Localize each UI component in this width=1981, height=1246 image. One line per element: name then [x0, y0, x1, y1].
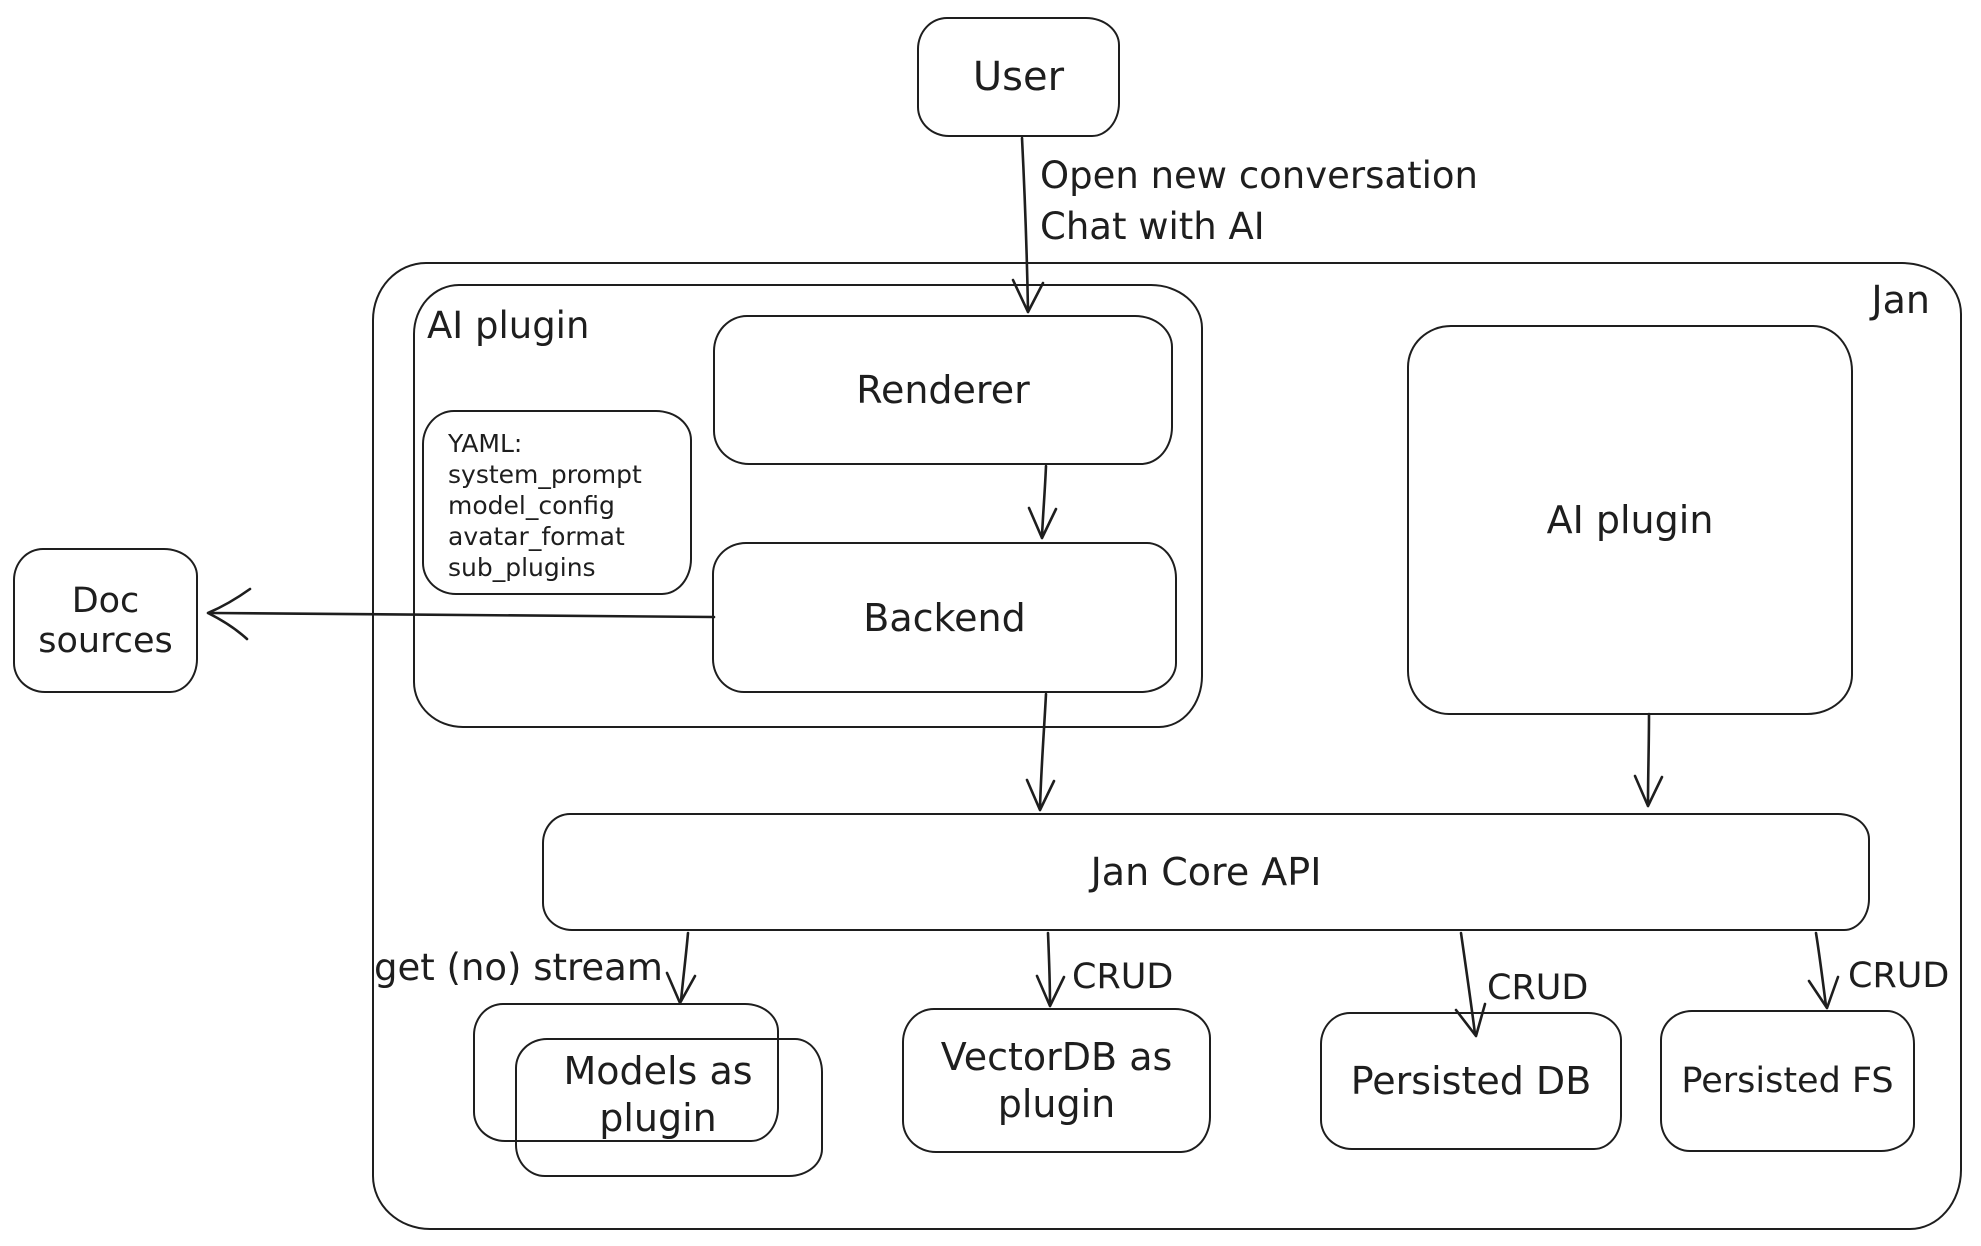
edge-label-crud-persisted-db: CRUD — [1487, 968, 1589, 1008]
node-vectordb-as-plugin: VectorDB as plugin — [902, 1008, 1211, 1153]
node-renderer-label: Renderer — [856, 368, 1030, 412]
node-models-as-plugin-label: Models as plugin — [563, 1049, 753, 1140]
node-user: User — [917, 17, 1120, 137]
yaml-line: YAML: — [448, 429, 523, 458]
edge-label-get-no-stream: get (no) stream — [374, 946, 663, 989]
container-jan-label: Jan — [1871, 278, 1930, 322]
node-backend: Backend — [712, 542, 1177, 693]
node-backend-label: Backend — [863, 595, 1026, 640]
node-doc-sources-label: Doc sources — [38, 580, 173, 661]
node-persisted-db-label: Persisted DB — [1350, 1059, 1592, 1103]
yaml-line: sub_plugins — [448, 553, 596, 582]
edge-label-open-line2: Chat with AI — [1040, 205, 1265, 248]
node-doc-sources: Doc sources — [13, 548, 198, 693]
node-ai-plugin: AI plugin — [1407, 325, 1853, 715]
container-jan: Jan — [372, 262, 1962, 1230]
edge-label-crud-vectordb: CRUD — [1072, 957, 1174, 997]
edge-backend-to-doc-sources-head — [206, 587, 252, 641]
node-yaml-note: YAML: system_prompt model_config avatar_… — [422, 410, 692, 595]
node-jan-core-api-label: Jan Core API — [1090, 850, 1322, 894]
container-ai-plugin: AI plugin — [413, 284, 1203, 728]
node-user-label: User — [972, 54, 1065, 100]
container-ai-plugin-label: AI plugin — [427, 304, 590, 347]
node-ai-plugin-label: AI plugin — [1546, 498, 1714, 542]
yaml-line: avatar_format — [448, 522, 625, 551]
yaml-line: system_prompt — [448, 460, 642, 489]
node-persisted-fs: Persisted FS — [1660, 1010, 1915, 1152]
edge-label-open-conversation: Open new conversation Chat with AI — [1040, 150, 1478, 252]
node-vectordb-label: VectorDB as plugin — [940, 1034, 1173, 1126]
node-jan-core-api: Jan Core API — [542, 813, 1870, 931]
node-models-as-plugin-shadow — [473, 1003, 779, 1142]
node-models-as-plugin — [515, 1038, 823, 1177]
edge-label-open-line1: Open new conversation — [1040, 154, 1478, 197]
edge-label-crud-persisted-fs: CRUD — [1848, 956, 1950, 996]
yaml-line: model_config — [448, 491, 615, 520]
node-persisted-db: Persisted DB — [1320, 1012, 1622, 1150]
node-renderer: Renderer — [713, 315, 1173, 465]
node-persisted-fs-label: Persisted FS — [1681, 1061, 1894, 1101]
